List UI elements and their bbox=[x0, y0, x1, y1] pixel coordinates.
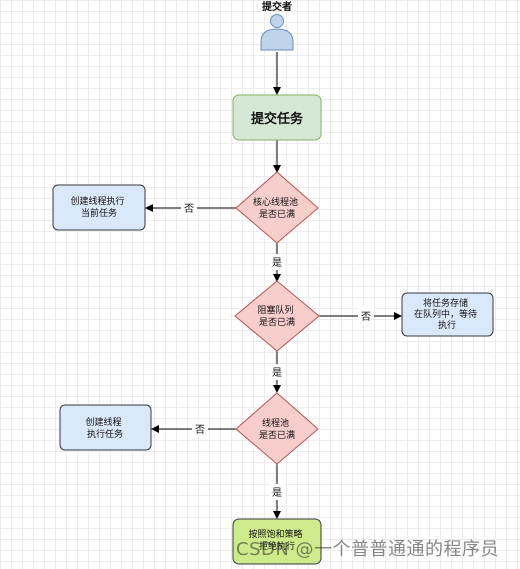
svg-text:线程池 是否已满: 线程池 是否已满 bbox=[259, 417, 295, 441]
svg-text:将任务存储 在队列中，等待 执行: 将任务存储 在队列中，等待 执行 bbox=[414, 297, 480, 331]
edge-label-yes-1: 是 bbox=[272, 257, 282, 269]
decision-core-pool-line-2: 是否已满 bbox=[259, 209, 295, 220]
svg-text:核心线程池 是否已满: 核心线程池 是否已满 bbox=[253, 196, 301, 220]
create-thread-execute-line-2: 当前任务 bbox=[81, 207, 117, 219]
svg-text:创建线程 执行任务: 创建线程 执行任务 bbox=[86, 416, 125, 440]
reject-policy-line-1: 按照饱和策略 bbox=[249, 528, 303, 540]
edge-labels: 否 是 否 是 否 是 bbox=[181, 200, 374, 500]
store-in-queue-line-2: 在队列中，等待 bbox=[414, 308, 477, 320]
decision-thread-pool[interactable]: 线程池 是否已满 bbox=[235, 392, 319, 465]
svg-text:阻塞队列 是否已满: 阻塞队列 是否已满 bbox=[258, 304, 297, 328]
decision-core-pool-line-1: 核心线程池 bbox=[253, 196, 298, 208]
actor-node[interactable]: 提交者 bbox=[260, 0, 294, 51]
create-thread-task-box[interactable]: 创建线程 执行任务 bbox=[59, 404, 152, 451]
svg-text:创建线程执行 当前任务: 创建线程执行 当前任务 bbox=[71, 195, 128, 219]
decision-blocking-queue[interactable]: 阻塞队列 是否已满 bbox=[234, 280, 320, 352]
decision-thread-pool-line-2: 是否已满 bbox=[259, 430, 295, 441]
decision-blocking-queue-line-2: 是否已满 bbox=[259, 317, 295, 328]
edge-label-no-2: 否 bbox=[361, 311, 371, 323]
store-in-queue-line-3: 执行 bbox=[438, 319, 456, 331]
edge-label-yes-3: 是 bbox=[272, 487, 282, 499]
create-thread-execute-box[interactable]: 创建线程执行 当前任务 bbox=[52, 184, 146, 231]
actor-head-icon bbox=[270, 14, 284, 28]
reject-policy-line-2: 拒绝执行 bbox=[259, 540, 295, 552]
edge-label-no-1: 否 bbox=[184, 203, 194, 215]
decision-thread-pool-line-1: 线程池 bbox=[262, 417, 289, 429]
create-thread-execute-line-1: 创建线程执行 bbox=[71, 195, 125, 207]
actor-body-icon bbox=[260, 28, 294, 51]
decision-blocking-queue-line-1: 阻塞队列 bbox=[258, 304, 294, 316]
edge-label-yes-2: 是 bbox=[272, 367, 282, 379]
svg-text:按照饱和策略 拒绝执行: 按照饱和策略 拒绝执行 bbox=[249, 528, 306, 552]
edge-label-no-3: 否 bbox=[195, 424, 205, 436]
actor-label: 提交者 bbox=[262, 0, 292, 13]
submit-task-label: 提交任务 bbox=[251, 111, 304, 127]
create-thread-task-line-2: 执行任务 bbox=[87, 428, 123, 440]
create-thread-task-line-1: 创建线程 bbox=[86, 416, 122, 428]
decision-core-pool[interactable]: 核心线程池 是否已满 bbox=[235, 171, 319, 244]
csdn-watermark: CSDN @一个普普通通的程序员 bbox=[236, 539, 500, 560]
store-in-queue-line-1: 将任务存储 bbox=[423, 297, 468, 309]
reject-policy-node[interactable]: 按照饱和策略 拒绝执行 bbox=[232, 518, 322, 565]
submit-task-node[interactable]: 提交任务 bbox=[232, 94, 322, 141]
store-in-queue-box[interactable]: 将任务存储 在队列中，等待 执行 bbox=[401, 292, 494, 337]
